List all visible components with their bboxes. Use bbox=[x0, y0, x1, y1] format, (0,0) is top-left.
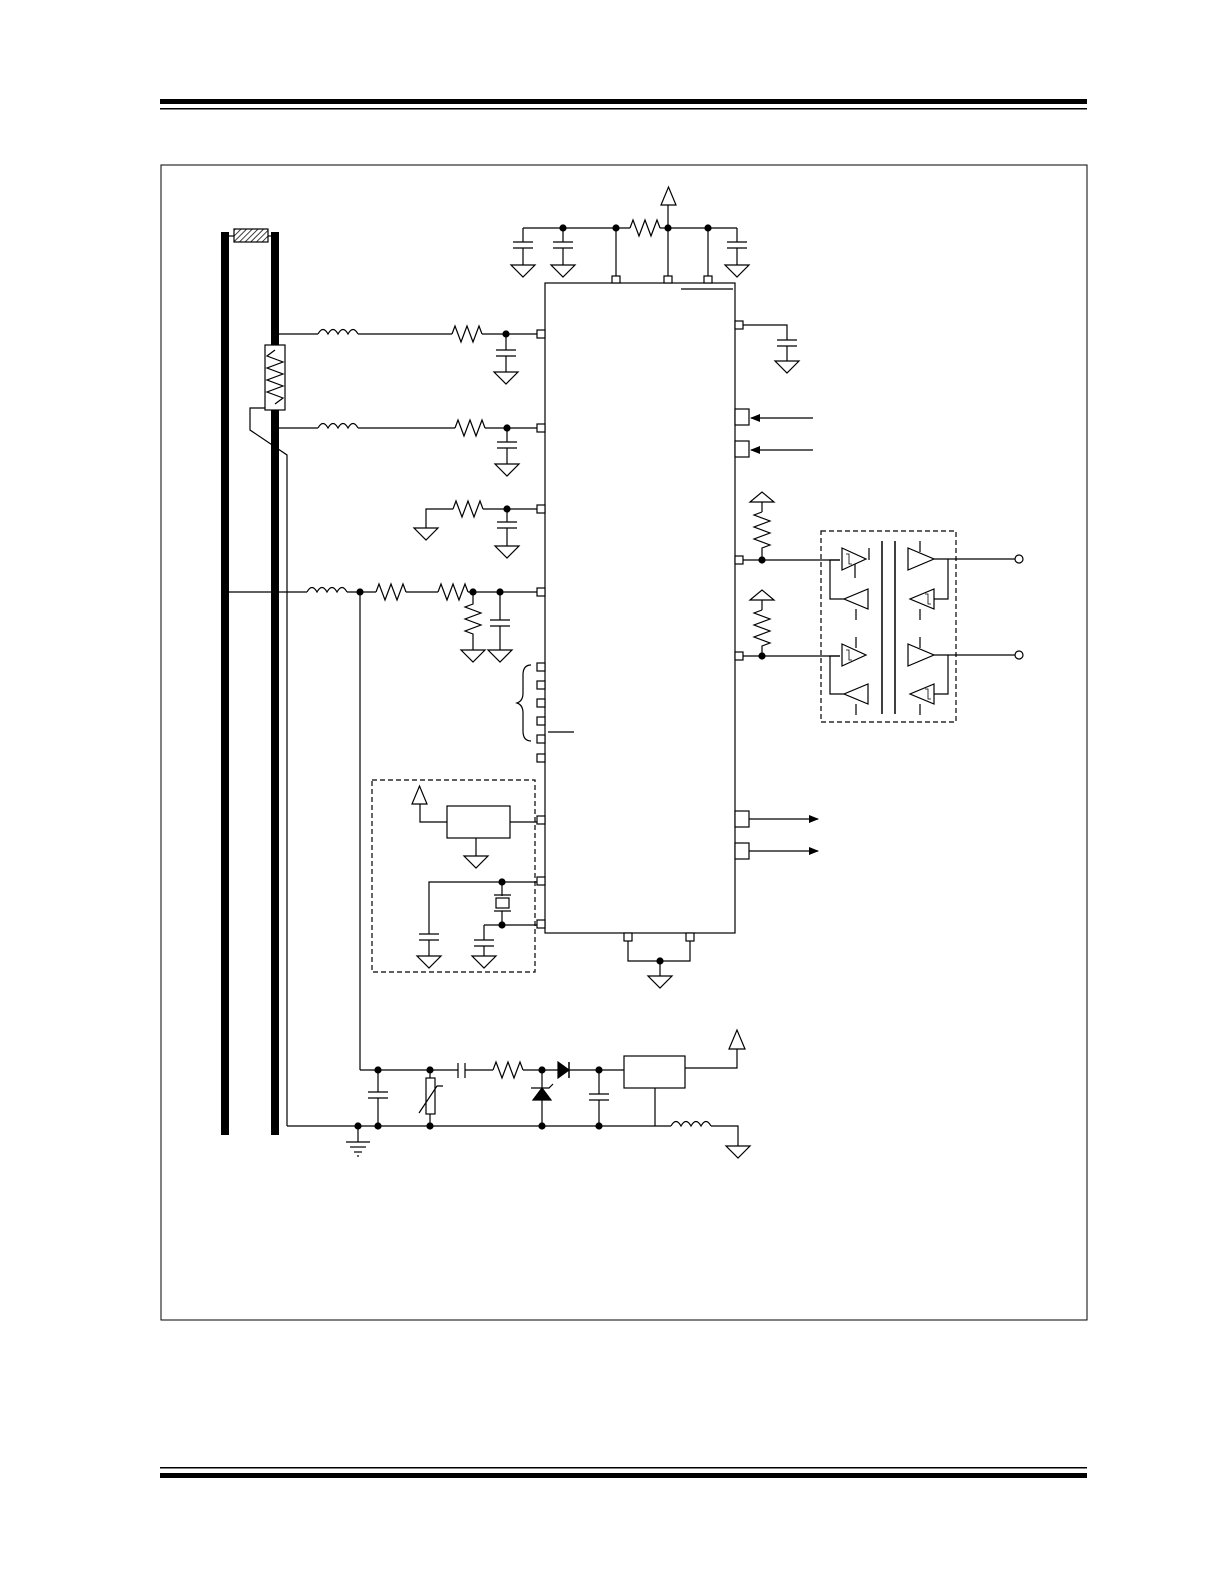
isolator-buffer bbox=[842, 588, 869, 610]
inductor-voltage bbox=[306, 586, 348, 594]
output-terminal bbox=[1014, 554, 1024, 564]
pullup-resistor-2 bbox=[752, 609, 772, 656]
isolator-buffer bbox=[841, 643, 868, 667]
ground-icon bbox=[492, 371, 520, 385]
resistor-ch1 bbox=[451, 324, 483, 344]
ground-icon bbox=[462, 855, 490, 869]
voltage-regulator bbox=[623, 1055, 686, 1089]
output-terminal bbox=[1014, 650, 1024, 660]
current-shunt bbox=[233, 228, 269, 243]
ground-icon bbox=[509, 264, 537, 278]
isolator-buffer bbox=[841, 547, 868, 571]
zener-diode bbox=[531, 1087, 553, 1101]
sense-resistor bbox=[264, 344, 286, 411]
resistor-dropper bbox=[492, 1060, 524, 1080]
schematic bbox=[221, 185, 1024, 1159]
meter-ic bbox=[544, 282, 736, 934]
ground-icon bbox=[646, 975, 674, 989]
isolator-buffer bbox=[908, 588, 935, 610]
earth-ground-icon bbox=[346, 1126, 370, 1157]
ground-icon bbox=[415, 955, 443, 969]
resistor-ch2 bbox=[454, 418, 486, 438]
reference-module bbox=[371, 779, 536, 973]
pin-group-brace bbox=[515, 664, 532, 742]
crystal bbox=[495, 897, 510, 909]
isolator-buffer bbox=[907, 547, 936, 571]
ground-icon bbox=[493, 463, 521, 477]
resistor-divider-2 bbox=[437, 582, 469, 602]
isolator-buffer bbox=[908, 683, 935, 705]
pullup-resistor-1 bbox=[752, 511, 772, 560]
header-rule bbox=[160, 99, 1087, 110]
ground-icon bbox=[470, 955, 498, 969]
ground-icon bbox=[549, 264, 577, 278]
isolator-module bbox=[820, 530, 957, 723]
rectifier-diode bbox=[557, 1060, 571, 1080]
vdd-supply-icon bbox=[411, 784, 428, 805]
isolator-buffer bbox=[842, 683, 869, 705]
vdd-supply-icon bbox=[748, 589, 776, 601]
isolator-buffer bbox=[907, 643, 936, 667]
ground-icon bbox=[724, 1145, 752, 1159]
resistor-divider-3 bbox=[463, 592, 483, 650]
resistor-ch3 bbox=[452, 499, 484, 519]
ground-icon bbox=[486, 649, 514, 663]
resistor-supply bbox=[629, 218, 661, 238]
vdd-supply-icon bbox=[748, 491, 776, 503]
bus-bar-left bbox=[221, 232, 229, 1135]
resistor-divider-1 bbox=[375, 582, 407, 602]
bus-bar-right bbox=[271, 232, 279, 1135]
vdd-supply-icon bbox=[728, 1028, 746, 1050]
ground-icon bbox=[773, 360, 801, 374]
ground-icon bbox=[493, 545, 521, 559]
ground-icon bbox=[412, 527, 440, 541]
inductor-ground bbox=[670, 1120, 712, 1128]
inductor-ch1 bbox=[317, 328, 359, 336]
footer-rule bbox=[160, 1467, 1087, 1478]
inductor-ch2 bbox=[317, 422, 359, 430]
vdd-supply-icon bbox=[660, 185, 677, 206]
ground-icon bbox=[459, 649, 487, 663]
voltage-reference bbox=[446, 805, 511, 839]
ground-icon bbox=[723, 264, 751, 278]
figure-frame bbox=[160, 164, 1088, 1321]
